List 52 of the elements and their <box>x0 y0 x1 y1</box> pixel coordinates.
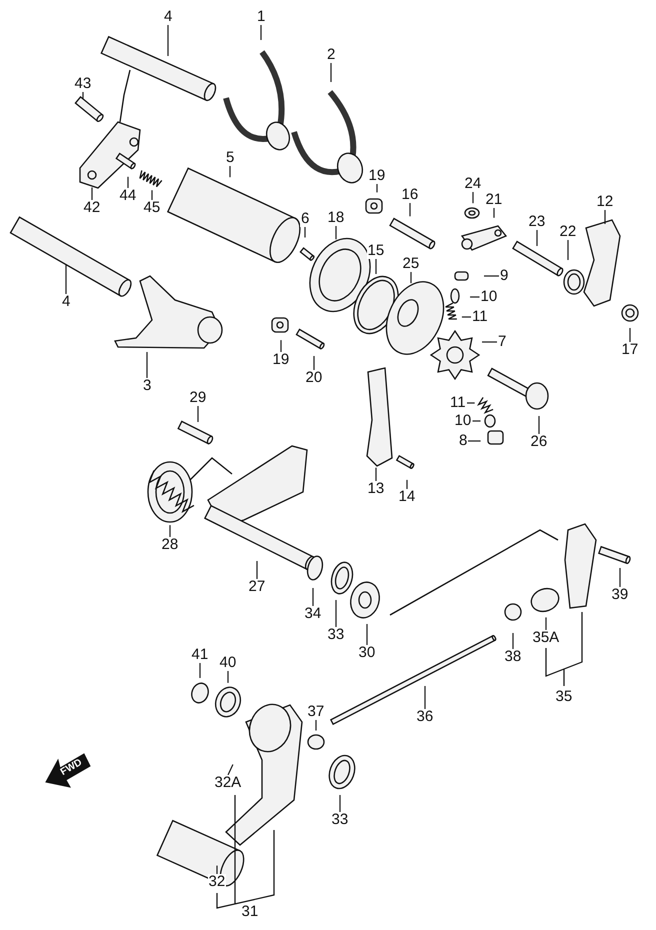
leader-line <box>536 230 538 246</box>
leader-line <box>366 624 368 645</box>
leader-line <box>260 25 262 40</box>
leader-line <box>567 240 569 260</box>
leader-line <box>493 208 495 218</box>
leader-line <box>151 190 153 200</box>
leader-line <box>470 296 480 298</box>
leader-line <box>229 166 231 178</box>
leader-line <box>330 63 332 82</box>
leader-line <box>82 92 84 99</box>
leader-line <box>482 341 497 343</box>
callout-number: 15 <box>366 243 386 259</box>
leader-line <box>472 420 481 422</box>
direction-label: FWD <box>58 757 84 778</box>
leader-line <box>619 568 621 587</box>
leader-line <box>315 720 317 730</box>
leader-line <box>228 764 234 776</box>
leader-line <box>256 561 258 579</box>
leader-line <box>169 525 171 537</box>
leader-line <box>472 192 474 204</box>
leader-line <box>197 406 199 422</box>
leader-line <box>462 316 471 318</box>
leader-line <box>512 633 514 649</box>
leader-line <box>91 187 93 200</box>
leader-line <box>127 176 129 188</box>
leader-line <box>65 264 67 294</box>
leader-line <box>545 617 547 630</box>
leader-line <box>199 663 201 678</box>
leader-line <box>538 416 540 434</box>
leader-line <box>604 210 606 224</box>
leader-line <box>227 671 229 683</box>
leader-line <box>468 440 481 442</box>
leader-line <box>376 184 378 192</box>
leader-line <box>410 272 412 284</box>
leader-line <box>280 340 282 352</box>
leader-line <box>167 25 169 56</box>
leader-line <box>424 686 426 709</box>
leader-line <box>312 588 314 606</box>
leader-line <box>216 866 218 874</box>
leader-line <box>375 259 377 274</box>
leader-line <box>484 275 499 277</box>
leader-line <box>409 203 411 216</box>
leader-line <box>406 480 408 489</box>
leader-line <box>339 795 341 812</box>
leader-line <box>335 226 337 240</box>
callout-number: 6 <box>300 211 310 227</box>
leader-line <box>375 468 377 481</box>
leader-line <box>146 352 148 378</box>
leader-line <box>629 328 631 342</box>
leader-line <box>304 227 306 238</box>
leader-line <box>313 356 315 370</box>
leader-line <box>335 600 337 627</box>
